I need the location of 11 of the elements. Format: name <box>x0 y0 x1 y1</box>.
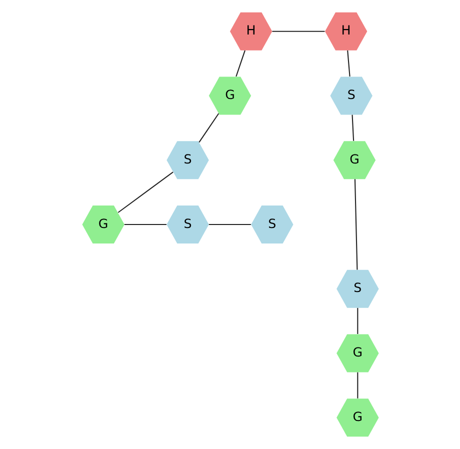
connector <box>117 172 173 213</box>
connector <box>124 224 166 226</box>
connector <box>346 50 350 77</box>
connector <box>235 50 245 77</box>
connector <box>351 114 354 141</box>
connector <box>198 113 219 143</box>
connector <box>356 372 358 398</box>
connector <box>356 308 358 334</box>
connector <box>354 179 358 270</box>
connector <box>208 224 250 226</box>
connector <box>272 30 324 32</box>
